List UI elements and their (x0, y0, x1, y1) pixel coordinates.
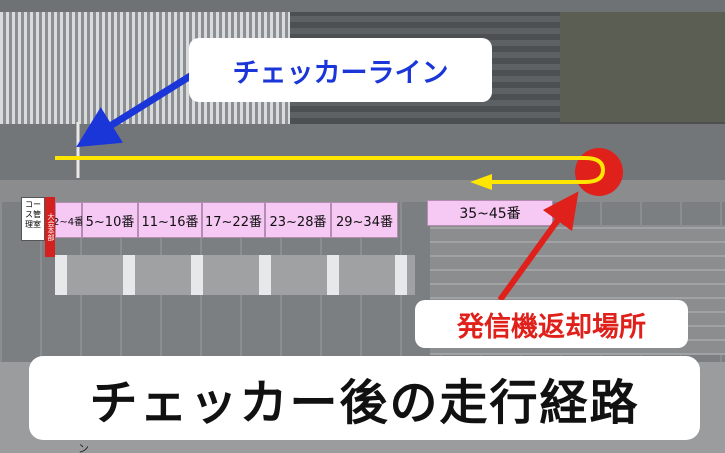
return-pointer-arrow (497, 191, 579, 302)
zone-label-5-10: 5~10番 (82, 202, 138, 238)
route-arrowhead (470, 174, 492, 190)
zone-label-11-16: 11~16番 (138, 202, 202, 238)
checker-pointer-arrow (76, 67, 202, 148)
infield-grass (560, 12, 725, 122)
zone-label-35-45: 35~45番 (427, 200, 553, 226)
course-office-label: コース管理室 (21, 197, 45, 241)
zone-label-2-4: 2~4番 (53, 202, 84, 238)
main-title-banner: チェッカー後の走行経路 (29, 356, 700, 440)
zone-label-29-34: 29~34番 (331, 202, 398, 238)
zone-label-23-28: 23~28番 (265, 202, 331, 238)
return-point-banner: 発信機返却場所 (415, 300, 688, 348)
route-path (55, 156, 606, 184)
bottom-text-fragment: ン (78, 442, 89, 453)
return-point-circle (575, 148, 623, 196)
headquarters-label: 大会本部 (45, 197, 55, 257)
pit-garages (55, 255, 415, 295)
zone-label-17-22: 17~22番 (202, 202, 265, 238)
checker-line-banner: チェッカーライン (189, 38, 492, 102)
